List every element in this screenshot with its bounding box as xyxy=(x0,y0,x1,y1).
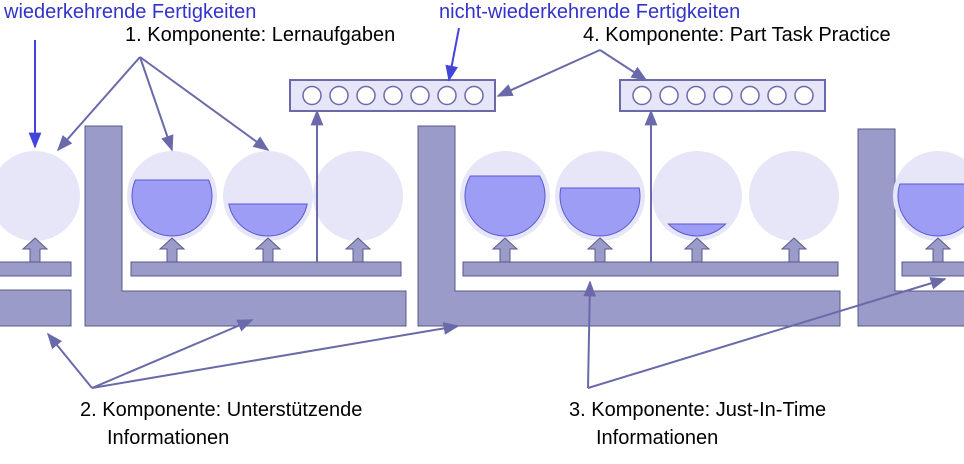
task-up-arrow-5 xyxy=(491,237,519,263)
support-block-left xyxy=(0,289,72,327)
support-block-1 xyxy=(84,125,407,327)
practice-item xyxy=(464,85,484,106)
task-support-level xyxy=(897,183,964,237)
task-up-arrow-3 xyxy=(254,237,282,263)
task-circle xyxy=(313,151,403,241)
learning-task-6 xyxy=(555,151,645,241)
task-up-arrow-2 xyxy=(158,237,186,263)
jit-bar-1 xyxy=(130,261,402,277)
practice-item xyxy=(356,85,376,106)
task-up-arrow-4 xyxy=(344,237,372,263)
task-support-level xyxy=(559,187,641,237)
arrow-c2-b xyxy=(91,319,254,389)
task-up-arrow-8 xyxy=(780,237,808,263)
task-support-level xyxy=(464,175,546,237)
practice-item xyxy=(437,85,457,106)
part-task-practice xyxy=(289,79,826,112)
practice-item xyxy=(713,85,733,106)
learning-tasks xyxy=(0,151,964,241)
jit-bar-2 xyxy=(462,261,839,277)
task-support-level xyxy=(667,223,727,237)
arrow-c3-a xyxy=(583,280,597,389)
learning-task-9 xyxy=(893,151,964,241)
label-component-1: 1. Komponente: Lernaufgaben xyxy=(125,24,395,46)
label-component-4: 4. Komponente: Part Task Practice xyxy=(583,24,891,46)
support-block-3 xyxy=(857,128,964,327)
label-recurrent-skills: wiederkehrende Fertigkeiten xyxy=(3,1,256,23)
practice-item xyxy=(410,85,430,106)
supportive-info-blocks xyxy=(0,125,964,327)
arrow-c2-a xyxy=(46,332,93,389)
learning-task-3 xyxy=(223,151,313,241)
practice-item xyxy=(302,85,322,106)
arrow-c3-b xyxy=(587,277,947,389)
learning-task-1 xyxy=(0,151,80,241)
practice-item xyxy=(740,85,760,106)
jit-info-bars xyxy=(0,261,964,277)
label-component-2-line-2: Informationen xyxy=(107,427,229,449)
learning-task-2 xyxy=(127,151,217,241)
practice-item xyxy=(329,85,349,106)
learning-task-7 xyxy=(652,151,742,241)
label-nonrecurrent-skills: nicht-wiederkehrende Fertigkeiten xyxy=(439,1,740,23)
task-support-level xyxy=(228,203,308,237)
learning-task-5 xyxy=(460,151,550,241)
label-component-3-line-2: Informationen xyxy=(596,427,718,449)
practice-box-2 xyxy=(619,79,826,112)
arrow-c4-a xyxy=(496,49,601,97)
labels: wiederkehrende Fertigkeiten nicht-wieder… xyxy=(3,1,891,449)
practice-item xyxy=(632,85,652,106)
task-up-arrow-7 xyxy=(683,237,711,263)
practice-item xyxy=(767,85,787,106)
task-circle xyxy=(749,151,839,241)
label-arrows xyxy=(28,27,947,389)
arrow-c1-a xyxy=(56,56,141,152)
label-component-2-line-1: 2. Komponente: Unterstützende xyxy=(80,399,362,421)
arrow-nonrecurrent xyxy=(445,27,460,82)
arrow-c1-b xyxy=(139,56,174,152)
jit-bar-3 xyxy=(901,261,964,277)
practice-box-1 xyxy=(289,79,496,112)
practice-links xyxy=(310,109,658,262)
arrow-c2-c xyxy=(91,322,460,389)
task-up-arrow-9 xyxy=(924,237,952,263)
arrow-c1-c xyxy=(139,56,270,151)
learning-task-8 xyxy=(749,151,839,241)
label-component-3-line-1: 3. Komponente: Just-In-Time xyxy=(569,399,826,421)
practice-item xyxy=(383,85,403,106)
practice-item xyxy=(659,85,679,106)
task-up-arrow-6 xyxy=(586,237,614,263)
jit-bar-left xyxy=(0,261,72,277)
practice-item xyxy=(794,85,814,106)
learning-task-4 xyxy=(313,151,403,241)
task-support-level xyxy=(131,179,213,237)
support-block-2 xyxy=(417,125,841,327)
task-up-arrows xyxy=(21,237,952,263)
task-circle xyxy=(0,151,80,241)
practice-item xyxy=(686,85,706,106)
task-circle xyxy=(652,151,742,241)
task-up-arrow-1 xyxy=(21,237,49,263)
arrow-c4-b xyxy=(599,49,648,81)
